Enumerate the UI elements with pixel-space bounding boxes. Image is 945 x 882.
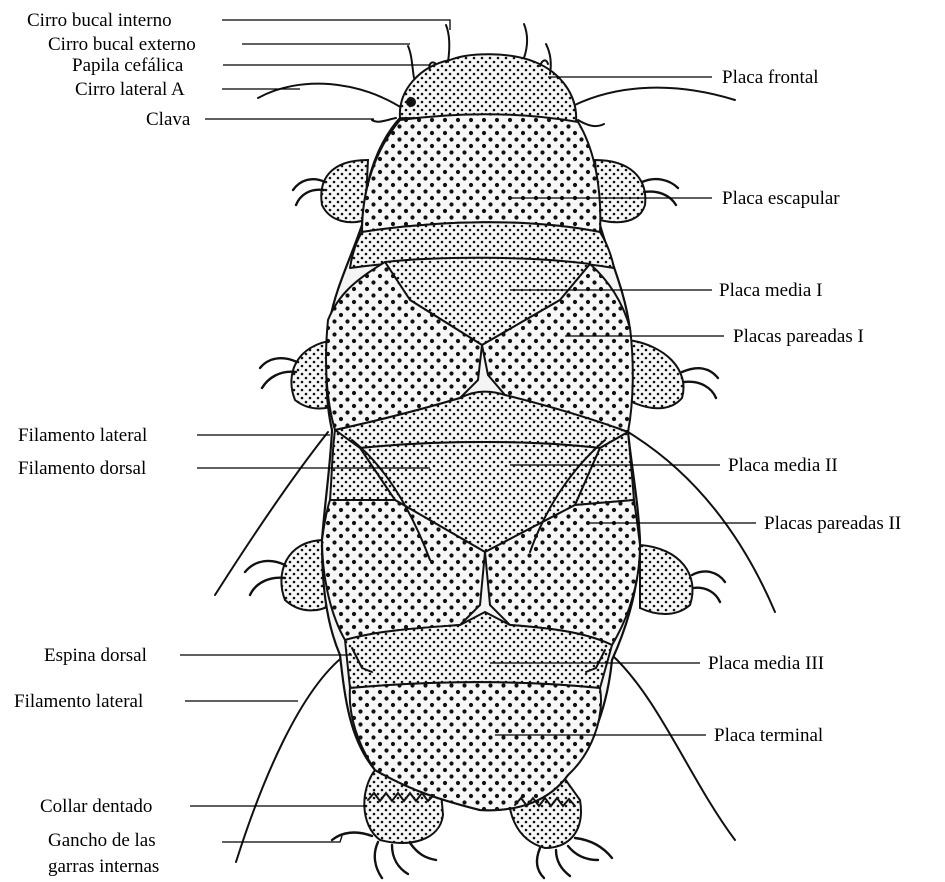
lateral-filament-right-lower <box>612 655 735 840</box>
leg-3-right <box>640 545 693 614</box>
cirrus-buccal-internal-right <box>524 24 527 58</box>
leg-1-left <box>321 160 368 222</box>
label-placa-media-1: Placa media I <box>719 280 822 301</box>
label-espina-dorsal: Espina dorsal <box>44 645 147 666</box>
label-gancho-line2: garras internas <box>48 856 159 877</box>
label-placa-escapular: Placa escapular <box>722 188 840 209</box>
label-placa-terminal: Placa terminal <box>714 725 823 746</box>
scapular-plate <box>362 114 600 232</box>
lateral-filament-left-lower <box>236 655 345 862</box>
clava-right <box>578 120 604 126</box>
label-cirro-bucal-externo: Cirro bucal externo <box>48 34 196 55</box>
label-placa-media-3: Placa media III <box>708 653 824 674</box>
leg-2-right <box>628 340 683 408</box>
label-cirro-lateral-a: Cirro lateral A <box>75 79 185 100</box>
label-collar-dentado: Collar dentado <box>40 796 152 817</box>
label-gancho-line1: Gancho de las <box>48 830 156 851</box>
label-filamento-dorsal: Filamento dorsal <box>18 458 146 479</box>
label-filamento-lateral-2: Filamento lateral <box>14 691 143 712</box>
cirrus-buccal-internal-left <box>446 25 449 62</box>
leg-1-right <box>595 160 645 222</box>
label-placa-frontal: Placa frontal <box>722 67 819 88</box>
clava-left <box>372 118 396 122</box>
cirrus-buccal-external-left <box>408 46 414 78</box>
label-cirro-bucal-interno: Cirro bucal interno <box>27 10 172 31</box>
label-placas-pareadas-1: Placas pareadas I <box>733 326 864 347</box>
cirrus-lateral-a-left <box>258 84 405 110</box>
label-filamento-lateral-1: Filamento lateral <box>18 425 147 446</box>
label-placa-media-2: Placa media II <box>728 455 838 476</box>
label-placas-pareadas-2: Placas pareadas II <box>764 513 901 534</box>
cirrus-lateral-a-right <box>565 88 735 110</box>
label-papila-cefalica: Papila cefálica <box>72 55 184 76</box>
tardigrade-body <box>215 24 775 878</box>
label-clava: Clava <box>146 109 191 130</box>
eye-spot <box>406 97 416 107</box>
